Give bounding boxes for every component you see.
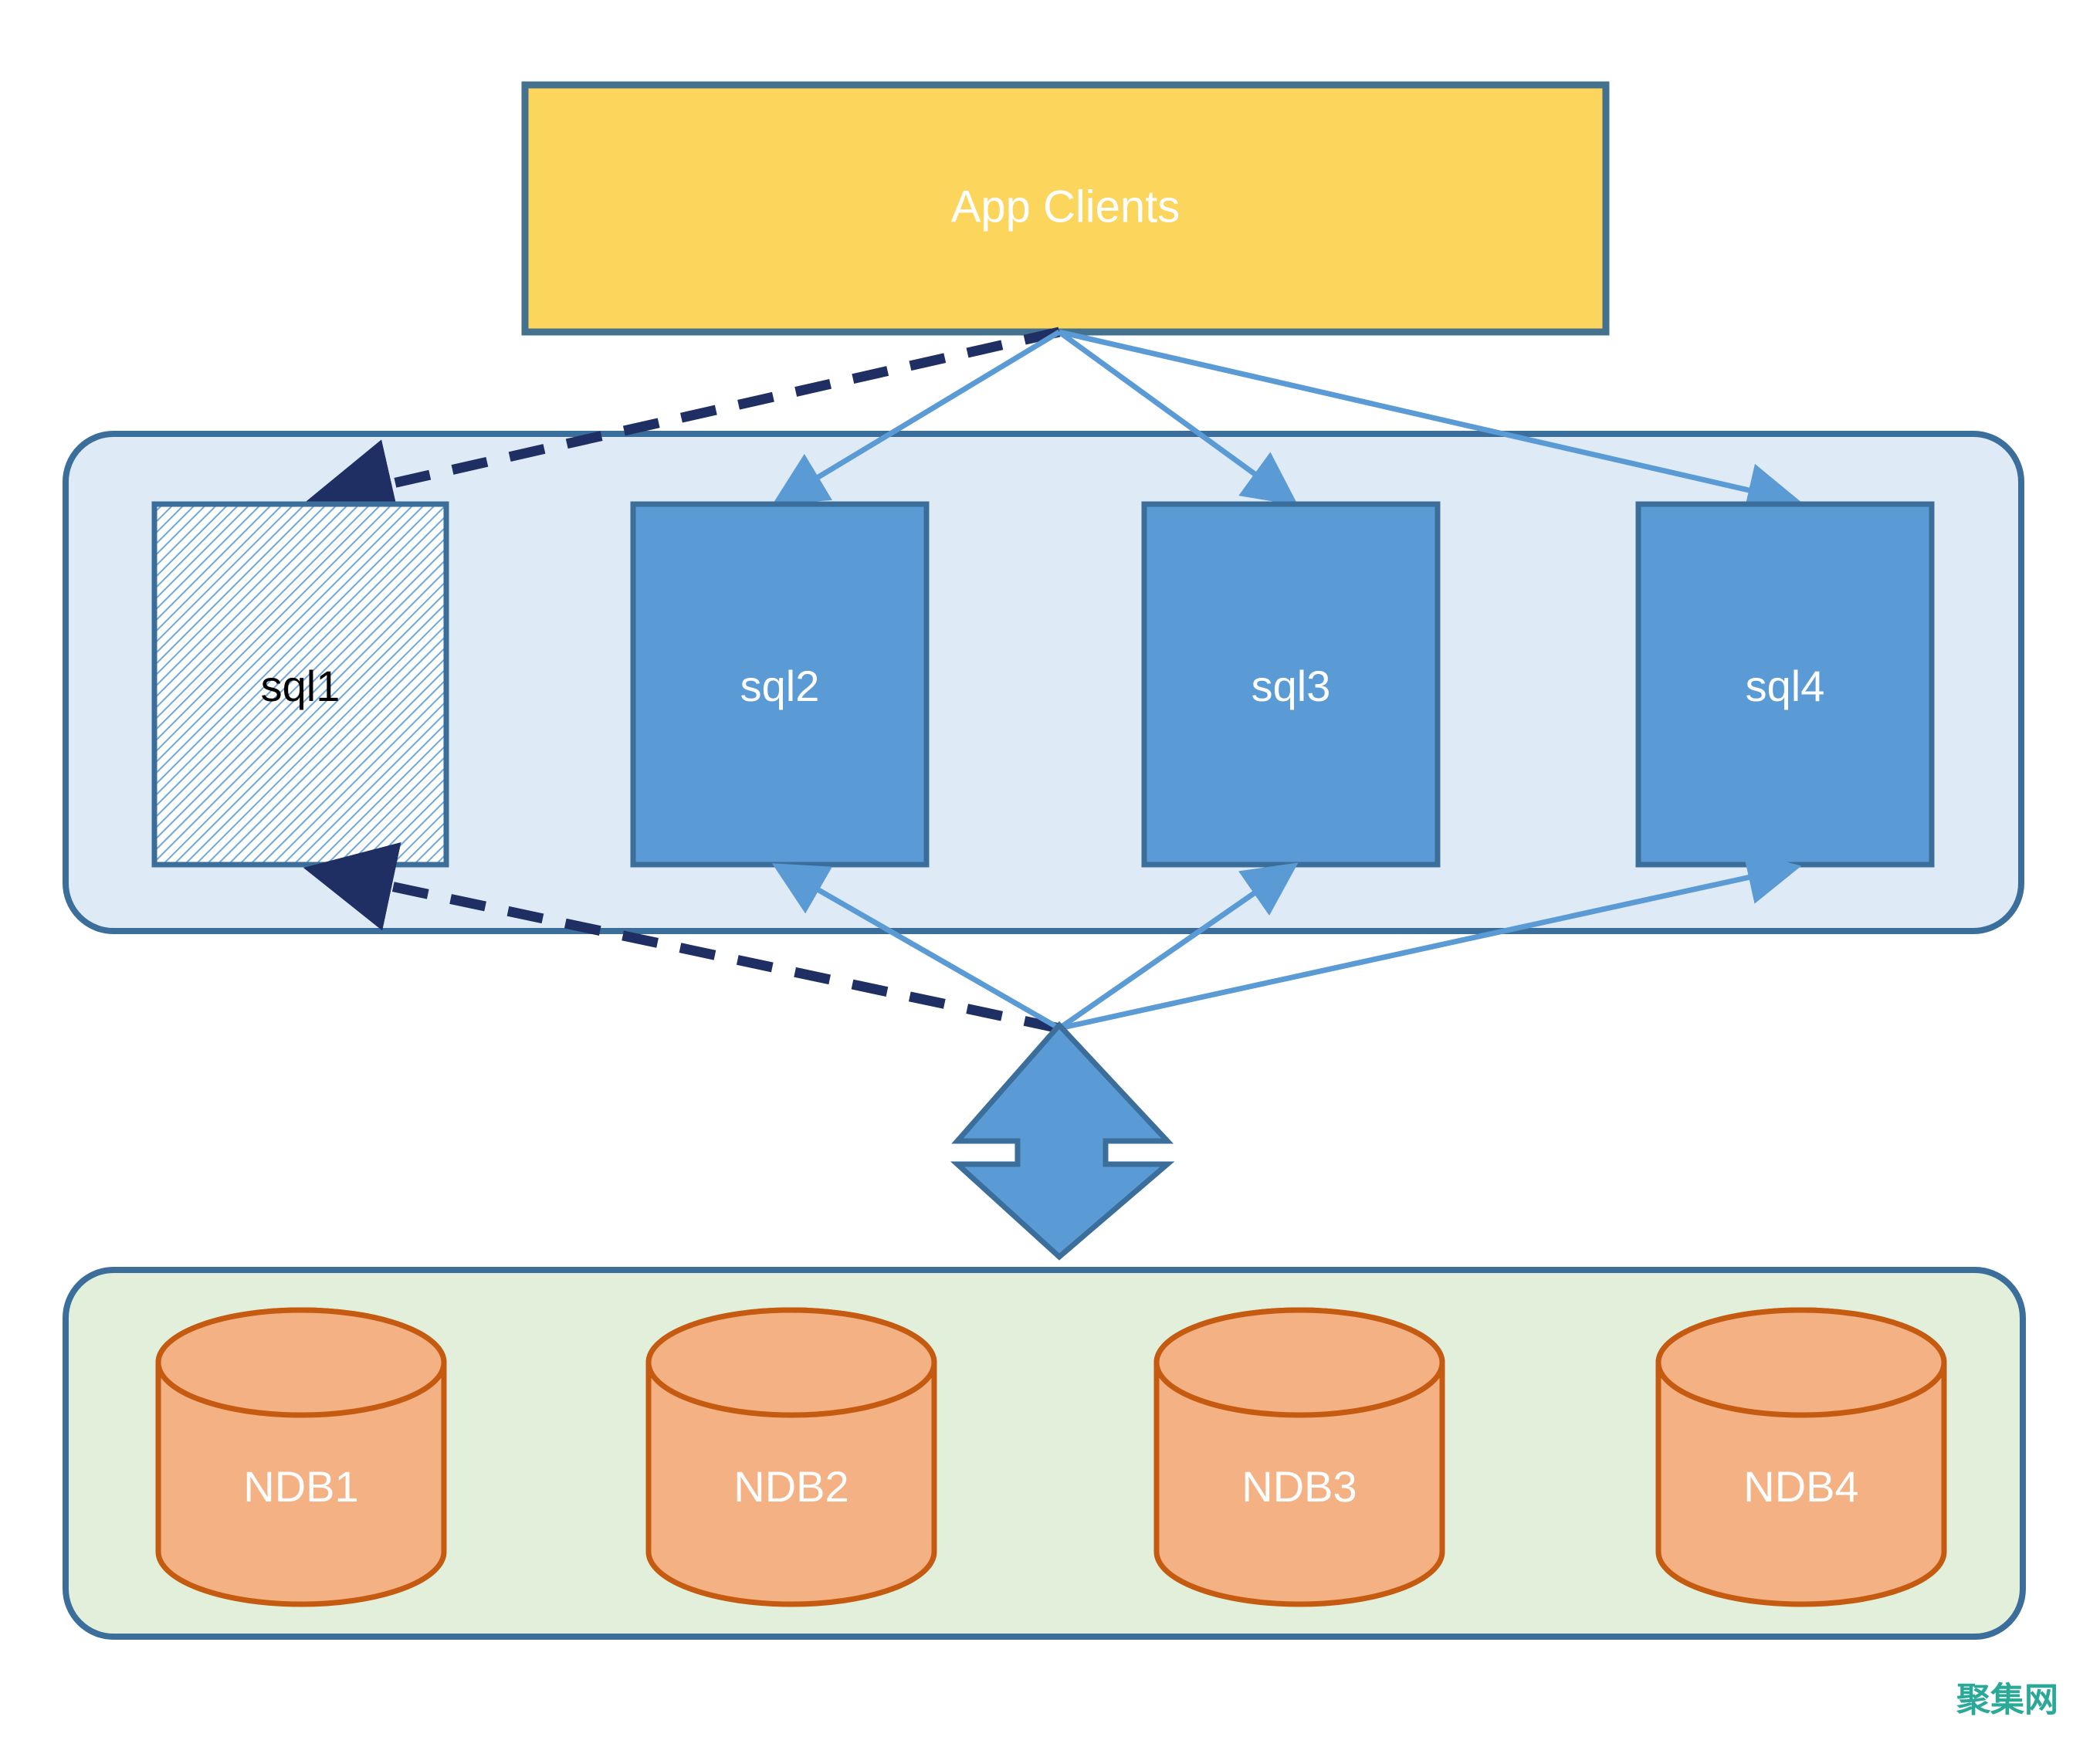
- ndb2-label: NDB2: [733, 1462, 848, 1511]
- ndb1-top-ellipse: [155, 1307, 447, 1418]
- sql3-rect: [1141, 501, 1441, 868]
- bidirectional-arrow: [950, 1021, 1175, 1261]
- sql-node-sql2[interactable]: sql2: [630, 501, 930, 868]
- sql-container-rect: [63, 431, 2024, 934]
- ndb-layer-container: [63, 1267, 2026, 1640]
- ndb-node-ndb1[interactable]: NDB1: [155, 1307, 447, 1607]
- sql4-rect: [1635, 501, 1935, 868]
- sql-node-sql1[interactable]: sql1: [151, 501, 449, 868]
- ndb-node-ndb3[interactable]: NDB3: [1153, 1307, 1445, 1607]
- bidirectional-arrow-shape: [950, 1021, 1175, 1261]
- connector-data-to-sql1: [303, 842, 1061, 1034]
- connector-data-to-sql2: [771, 863, 1061, 1031]
- sql4-label: sql4: [1746, 662, 1825, 710]
- app-clients-rect: [521, 81, 1610, 336]
- watermark-text: 聚集网: [1956, 1681, 2058, 1719]
- ndb2-top-ellipse: [645, 1307, 937, 1418]
- connector-clients-to-sql4: [1058, 329, 1802, 517]
- connector-clients-to-sql1: [303, 327, 1061, 528]
- connector-clients-to-sql2: [772, 330, 1061, 506]
- ndb4-top-ellipse: [1655, 1307, 1947, 1418]
- ndb1-label: NDB1: [243, 1462, 358, 1511]
- connector-data-to-sql4: [1058, 851, 1802, 1031]
- connector-clients-to-sql3: [1057, 330, 1299, 506]
- app-clients-box[interactable]: App Clients: [521, 81, 1610, 336]
- connector-data-to-sql3: [1058, 862, 1299, 1031]
- sql1-label: sql1: [261, 662, 340, 710]
- ndb3-label: NDB3: [1241, 1462, 1357, 1511]
- ndb4-label: NDB4: [1743, 1462, 1858, 1511]
- ndb-node-ndb2[interactable]: NDB2: [645, 1307, 937, 1607]
- sql-node-sql3[interactable]: sql3: [1141, 501, 1441, 868]
- sql2-label: sql2: [740, 662, 820, 710]
- ndb-node-ndb4[interactable]: NDB4: [1655, 1307, 1947, 1607]
- app-clients-label: App Clients: [951, 181, 1180, 232]
- sql2-rect: [630, 501, 930, 868]
- sql-node-sql4[interactable]: sql4: [1635, 501, 1935, 868]
- ndb3-top-ellipse: [1153, 1307, 1445, 1418]
- sql-layer-container: [63, 431, 2024, 934]
- sql3-label: sql3: [1252, 662, 1331, 710]
- sql1-rect: [151, 501, 449, 868]
- ndb-container-rect: [63, 1267, 2026, 1640]
